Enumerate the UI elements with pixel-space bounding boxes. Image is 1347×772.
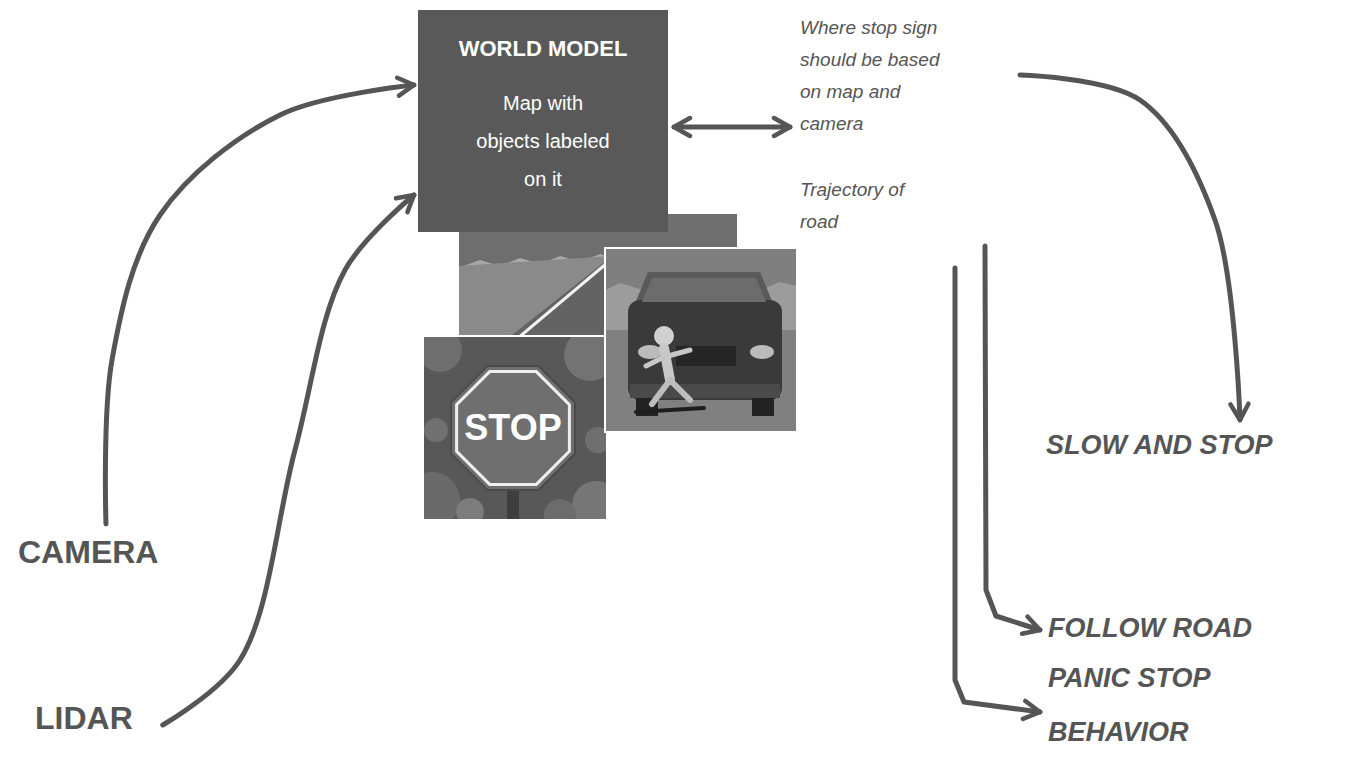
photo-detail: [424, 418, 448, 442]
flow-arrow: [105, 85, 414, 524]
sensor-label: LIDAR: [35, 700, 133, 737]
photo-detail: [628, 300, 782, 400]
photo-frame: [605, 248, 797, 432]
photo-detail: [630, 384, 780, 398]
photo-detail: [585, 427, 607, 453]
photo-detail: [507, 486, 519, 520]
photo-detail: [642, 278, 766, 302]
node-text: FOLLOW ROAD: [1048, 611, 1252, 645]
photo-detail: [646, 350, 690, 366]
photo-detail: [605, 248, 797, 432]
node-text: SLOW AND STOP: [1046, 428, 1273, 462]
photo-detail: [456, 498, 484, 520]
photo-detail: [423, 336, 462, 372]
photo-detail: [544, 499, 576, 520]
child-car-photo: [605, 248, 797, 432]
node-text: WORLD MODEL: [428, 36, 658, 62]
world-model-box: WORLD MODEL Map with objects labeled on i…: [418, 10, 668, 232]
flow-arrow: [163, 195, 414, 725]
photo-detail: [457, 372, 570, 485]
photo-detail: [750, 345, 774, 359]
node-body-text: Trajectory of road: [800, 174, 925, 238]
node-text: Where stop sign should be based on map a…: [800, 12, 960, 140]
flow-arrow: [674, 125, 790, 130]
behavior-label: PANIC STOP BEHAVIOR: [1048, 651, 1288, 759]
photo-detail: [423, 472, 460, 520]
photo-detail: [564, 336, 607, 381]
photo-detail: [654, 326, 674, 346]
node-text: CAMERA: [18, 534, 158, 571]
photo-detail: [634, 272, 774, 306]
sensor-label: CAMERA: [18, 534, 158, 571]
inference-note: Where stop sign should be based on map a…: [800, 12, 1005, 238]
behavior-label: SLOW AND STOP: [1046, 428, 1273, 462]
sign-text: STOP: [464, 408, 561, 448]
photo-detail: [664, 348, 670, 380]
node-text: PANIC STOP BEHAVIOR: [1048, 651, 1288, 759]
photo-frame: [423, 336, 607, 520]
photo-detail: [752, 398, 774, 416]
photo-detail: [652, 380, 690, 404]
flow-arrow: [1020, 75, 1240, 420]
photo-detail: [636, 408, 704, 412]
node-text: LIDAR: [35, 700, 133, 737]
node-body-text: Map with objects labeled on it: [473, 84, 613, 198]
flow-arrow: [955, 268, 1040, 712]
photo-detail: [451, 366, 575, 490]
behavior-label: FOLLOW ROAD: [1048, 611, 1252, 645]
photo-detail: [572, 481, 607, 520]
photo-detail: [638, 345, 662, 359]
stop-sign-photo: [423, 336, 607, 520]
flow-arrow: [985, 246, 1040, 630]
